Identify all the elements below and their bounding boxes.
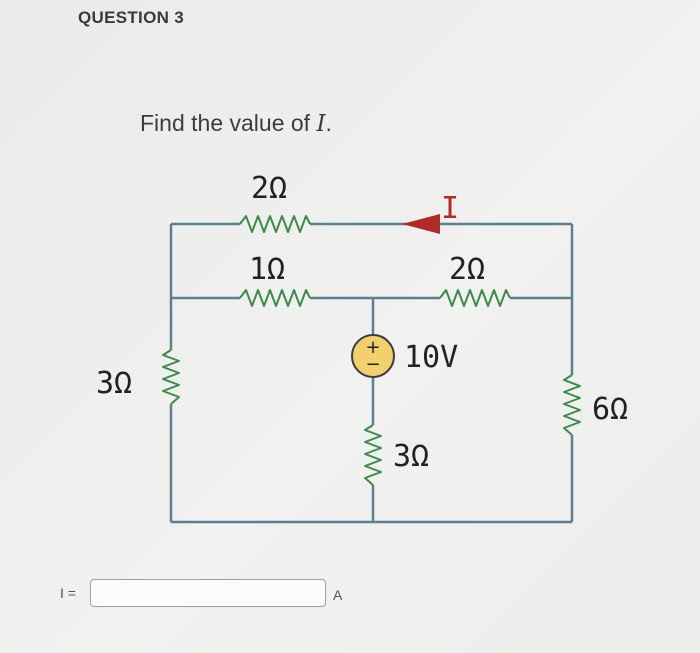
current-label: I [441,191,459,226]
question-prompt: Find the value of I. [140,110,332,137]
answer-input[interactable] [90,579,326,607]
source-plus-sign: + [365,337,380,358]
label-voltage-source: 10V [404,340,458,375]
resistor-center [364,424,382,486]
answer-label: I = [60,585,76,601]
voltage-source: + − [351,334,395,378]
label-left-resistor: 3Ω [96,366,132,401]
resistor-middle-left [239,289,311,307]
prompt-text: Find the value of [140,110,317,136]
prompt-end: . [325,110,332,136]
label-center-resistor: 3Ω [393,439,429,474]
question-title: QUESTION 3 [78,8,184,27]
resistor-top [239,215,311,233]
current-arrow [402,214,440,234]
label-top-resistor: 2Ω [251,171,287,206]
label-right-resistor: 6Ω [592,392,628,427]
voltage-source-circle [351,334,395,378]
answer-unit: A [333,587,343,603]
resistor-right [563,374,581,436]
source-minus-sign: − [365,354,380,375]
resistor-left [162,349,180,405]
prompt-variable: I [316,111,326,137]
resistor-middle-right [439,289,511,307]
label-middle-right-resistor: 2Ω [449,252,485,287]
label-middle-left-resistor: 1Ω [249,252,285,287]
